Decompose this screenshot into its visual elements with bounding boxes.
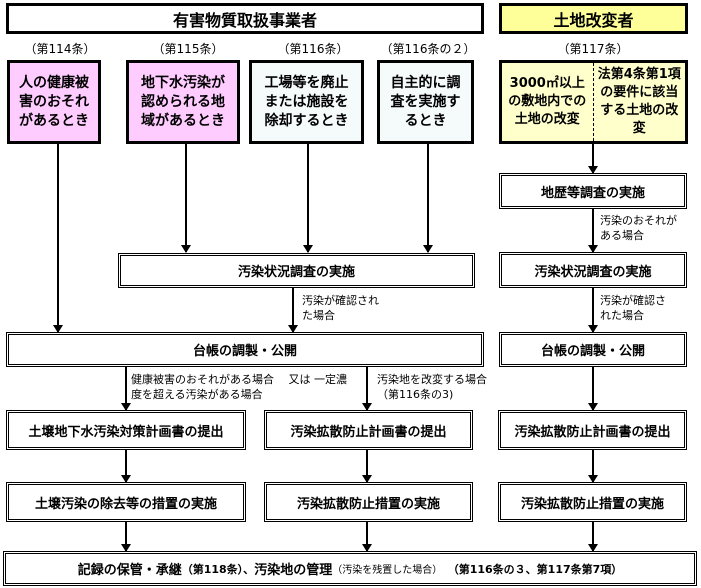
trigger-health-risk: 人の健康被害のおそれがあるとき	[7, 60, 101, 144]
arrow	[362, 367, 372, 411]
arrow	[303, 144, 313, 253]
condition-confirmed-right: 汚染が確認された場合	[600, 294, 666, 322]
article-117: （第117条）	[557, 42, 629, 56]
article-115: （第115条）	[152, 42, 224, 56]
arrow	[362, 450, 372, 483]
survey-box-right: 汚染状況調査の実施	[499, 252, 687, 288]
arrow	[588, 522, 598, 552]
arrow	[588, 367, 598, 411]
action-left-box: 土壌汚染の除去等の措置の実施	[6, 482, 246, 522]
arrow	[288, 288, 298, 333]
arrow	[588, 288, 598, 333]
condition-health: 健康被害のおそれがある場合 又は 一定濃度を超える汚染がある場合	[131, 373, 347, 401]
arrow	[121, 450, 131, 483]
arrow	[588, 450, 598, 483]
ledger-box-left: 台帳の調製・公開	[6, 332, 484, 367]
plan-spread-box-right: 汚染拡散防止計画書の提出	[498, 410, 687, 450]
final-art2: （第116条の３、第117条第7項）	[442, 562, 623, 576]
arrow	[181, 144, 191, 253]
final-art1: （第118条）、	[181, 562, 255, 576]
plan-left-box: 土壌地下水汚染対策計画書の提出	[6, 410, 246, 450]
condition-alter: 汚染地を改変する場合（第116条の3)	[377, 373, 487, 401]
arrow	[588, 209, 598, 253]
header-land-modifiers: 土地改変者	[499, 3, 688, 34]
arrow	[53, 144, 63, 333]
trigger-voluntary: 自主的に調査を実施するとき	[377, 60, 474, 144]
arrow	[121, 522, 131, 552]
trigger-land-alteration: 3000㎡以上の敷地内での土地の改変 法第4条第1項の要件に該当する土地の改変	[499, 60, 688, 144]
action-spread-box-right: 汚染拡散防止措置の実施	[498, 482, 687, 522]
ledger-box-right: 台帳の調製・公開	[499, 332, 687, 367]
trigger-article4: 法第4条第1項の要件に該当する土地の改変	[597, 67, 681, 136]
arrow	[588, 144, 598, 174]
article-116: （第116条）	[277, 42, 349, 56]
arrow	[362, 522, 372, 552]
final-main1: 記録の保管・承継	[77, 563, 182, 578]
trigger-groundwater: 地下水汚染が認められる地域があるとき	[126, 60, 240, 144]
article-116-2: （第116条の２）	[380, 42, 476, 56]
final-note: （汚染を残置した場合）	[332, 565, 443, 576]
trigger-3000sqm: 3000㎡以上の敷地内での土地の改変	[502, 63, 594, 141]
article-114: （第114条）	[24, 42, 96, 56]
arrow	[423, 144, 433, 253]
condition-confirmed-left: 汚染が確認された場合	[302, 294, 379, 322]
plan-spread-box-mid: 汚染拡散防止計画書の提出	[264, 410, 473, 450]
header-hazardous-handlers: 有害物質取扱事業者	[6, 3, 484, 34]
arrow	[121, 367, 131, 411]
action-spread-box-mid: 汚染拡散防止措置の実施	[264, 482, 473, 522]
condition-risk: 汚染のおそれがある場合	[600, 214, 677, 242]
trigger-factory-closure: 工場等を廃止または施設を除却するとき	[249, 60, 364, 144]
final-box: 記録の保管・承継 （第118条）、 汚染地の管理 （汚染を残置した場合） （第1…	[3, 551, 697, 586]
history-survey-box: 地歴等調査の実施	[499, 173, 687, 209]
survey-box-left: 汚染状況調査の実施	[118, 253, 475, 288]
final-main2: 汚染地の管理	[254, 563, 333, 578]
